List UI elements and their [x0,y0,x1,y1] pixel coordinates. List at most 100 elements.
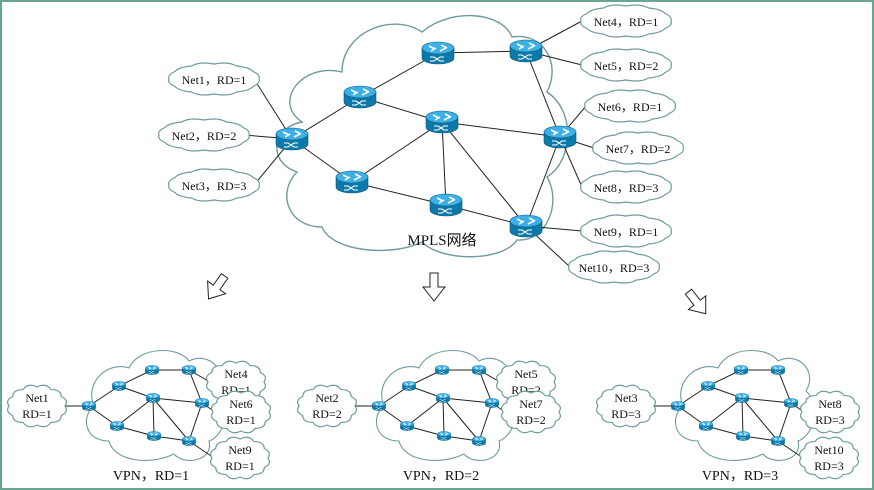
site-cloud [158,118,250,152]
router-icon [146,431,162,441]
site-rd: RD=1 [226,413,255,427]
link [152,397,203,404]
link [188,402,203,442]
link [152,397,155,437]
arrow-down-icon [421,272,447,302]
site-name: Net5 [514,367,537,381]
vpn-views: Net1RD=1Net4RD=1Net6RD=1Net9RD=1VPN，RD=1… [7,350,860,484]
site-cloud [800,390,860,434]
site-rd: RD=3 [814,459,843,473]
router-icon [484,398,500,408]
router-icon [698,421,714,431]
router-icon [399,421,415,431]
arrow-down-icon-shape [421,272,447,302]
site-rd: RD=3 [611,407,640,421]
router-icon [421,41,455,65]
site-cloud [580,214,672,248]
vpn-caption: VPN，RD=2 [403,469,479,484]
router-icon [144,365,160,375]
router-icon [509,39,543,63]
site-name: Net8 [818,397,841,411]
router-icon [734,393,750,403]
router-icon [770,365,786,375]
site-label-7: Net7，RD=2 [606,142,671,156]
site-name: Net10 [814,443,843,457]
router-icon [181,436,197,446]
router-icon [371,401,387,411]
site-label-2: Net2，RD=2 [172,129,237,143]
link [777,402,792,442]
link [441,121,447,206]
site-rd: RD=2 [516,413,545,427]
site-rd: RD=1 [22,407,51,421]
site-cloud [799,436,859,480]
site-cloud [168,62,260,96]
site-cloud [580,48,672,82]
router-icon [181,365,197,375]
site-label-1: Net1，RD=1 [182,73,247,87]
router-icon [770,436,786,446]
link [152,397,190,442]
site-cloud [168,168,260,202]
site-rd: RD=2 [312,407,341,421]
site-label-6: Net6，RD=1 [598,100,663,114]
site-label-9: Net9，RD=1 [594,225,659,239]
site-cloud [568,250,660,284]
site-label-8: Net8，RD=3 [594,181,659,195]
router-icon [509,214,543,238]
site-name: Net2 [315,391,338,405]
mpls-cloud [276,14,569,258]
router-icon [343,85,377,109]
router-icon [436,431,452,441]
site-cloud [210,436,270,480]
router-icon [434,365,450,375]
router-icon [435,393,451,403]
arrow-down-left-icon-shape [207,272,229,300]
router-icon [275,127,309,151]
site-rd: RD=1 [225,459,254,473]
router-icon [700,381,716,391]
link [188,369,203,404]
router-icon [335,170,369,194]
router-icon [194,398,210,408]
router-icon [670,401,686,411]
site-label-3: Net3，RD=3 [182,179,247,193]
arrow-down-right-icon-shape [684,288,707,315]
site-cloud [580,170,672,204]
site-cloud [584,89,676,123]
site-cloud [596,384,656,428]
site-label-4: Net4，RD=1 [594,15,659,29]
site-rd: RD=3 [815,413,844,427]
link [441,121,561,138]
router-icon [429,193,463,217]
site-name: Net6 [229,397,252,411]
router-icon [471,436,487,446]
router-icon [111,381,127,391]
link [442,397,445,437]
mpls-network-label: MPLS网络 [407,232,476,249]
site-name: Net9 [228,443,251,457]
site-name: Net4 [224,367,247,381]
link [741,397,744,437]
arrow-down-right-icon [684,288,707,315]
router-icon [783,398,799,408]
vpn-caption: VPN，RD=1 [113,469,189,484]
link [741,397,779,442]
link [525,50,561,138]
router-icon [145,393,161,403]
router-icon [425,110,459,134]
arrows [207,272,707,315]
link [116,397,154,427]
site-label-5: Net5，RD=2 [594,59,659,73]
link [441,121,527,227]
link [525,136,561,227]
link [406,397,444,427]
site-cloud [7,384,67,428]
site-cloud [501,390,561,434]
site-cloud [297,384,357,428]
site-cloud [580,4,672,38]
